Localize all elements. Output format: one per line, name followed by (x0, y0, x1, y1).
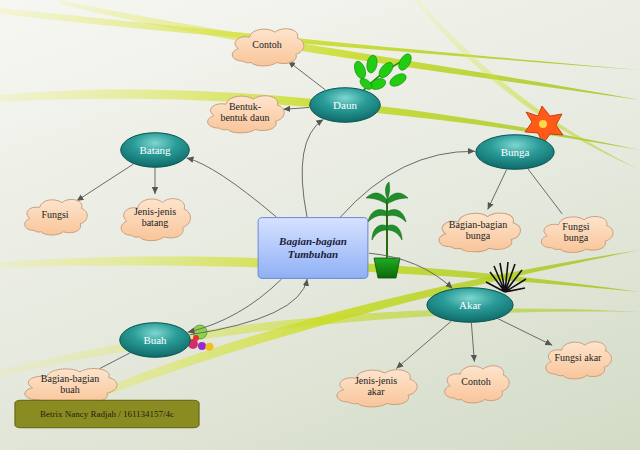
node-label: Bagian-bagian bunga (448, 219, 508, 242)
branch-oval: Daun (309, 87, 381, 123)
connector (155, 168, 156, 194)
leaves-icon (352, 52, 414, 92)
node-label: Jenis-jenis batang (130, 206, 180, 229)
connector (302, 119, 323, 217)
topic-cloud: Jenis-jenis akar (331, 363, 421, 409)
topic-cloud: Bagian-bagian bunga (433, 206, 524, 254)
node-label: Batang (139, 144, 170, 157)
potted-plant-icon (366, 182, 408, 278)
connector (488, 170, 507, 210)
node-label: Bagian-bagian Tumbuhan (265, 235, 361, 260)
node-label: Daun (333, 99, 357, 112)
node-label: Bentuk-bentuk daun (217, 101, 273, 124)
topic-cloud: Bagian-bagian buah (18, 362, 121, 407)
spiky-plant-icon (486, 262, 526, 292)
connector (187, 158, 277, 217)
connector (188, 279, 282, 332)
connector (341, 151, 476, 217)
connector (189, 279, 307, 335)
node-label: Buah (143, 334, 166, 347)
connector (283, 108, 309, 110)
node-label: Bagian-bagian buah (35, 373, 104, 396)
node-label: Fungsi bunga (550, 221, 602, 244)
node-label: Fungsi akar (555, 352, 602, 364)
node-label: Akar (459, 299, 481, 312)
node-label: Contoh (461, 376, 490, 388)
connector (288, 61, 325, 90)
topic-cloud: Contoh (227, 22, 307, 68)
connector (369, 253, 452, 288)
branch-oval: Akar (426, 287, 514, 323)
node-label: Bunga (501, 146, 530, 159)
node-label: Contoh (252, 39, 281, 51)
branch-oval: Batang (120, 132, 190, 168)
connector (471, 323, 474, 362)
topic-cloud: Fungsi akar (541, 335, 614, 381)
connector (99, 353, 130, 369)
branch-oval: Buah (119, 322, 191, 358)
connector (528, 169, 562, 214)
author-box: Betrix Nancy Radjah / 161134157/4c (14, 400, 200, 428)
topic-cloud: Contoh (440, 359, 512, 405)
branch-oval: Bunga (475, 134, 555, 170)
grass-blades (0, 0, 640, 426)
node-label: Fungsi (41, 209, 68, 221)
node-label: Jenis-jenis akar (346, 375, 405, 398)
node-label: Betrix Nancy Radjah / 161134157/4c (40, 409, 174, 419)
central-box: Bagian-bagian Tumbuhan (257, 217, 369, 279)
topic-cloud: Jenis-jenis batang (116, 191, 194, 243)
connector (498, 319, 552, 346)
topic-cloud: Bentuk-bentuk daun (202, 89, 288, 135)
topic-cloud: Fungsi bunga (536, 210, 616, 255)
topic-cloud: Fungsi (20, 193, 90, 237)
connector (77, 164, 134, 201)
connector (396, 321, 451, 368)
